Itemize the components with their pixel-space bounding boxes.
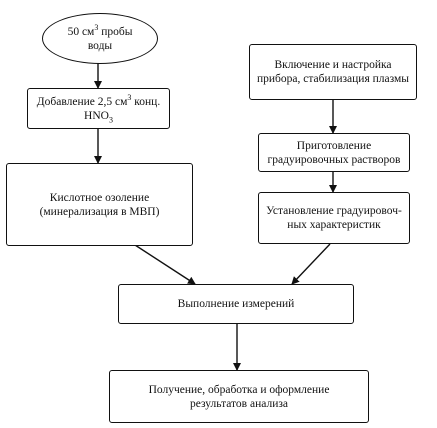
node-measurements: Выполнение измерений bbox=[118, 284, 354, 324]
node-calibration: Установление градуировоч- ных характерис… bbox=[258, 192, 410, 244]
node-add-acid-line2: HNO3 bbox=[84, 109, 113, 124]
node-calibration-line1: Установление градуировоч- bbox=[266, 205, 402, 217]
node-prepare-solutions-line1: Приготовление bbox=[296, 139, 372, 152]
node-water-sample-line2: воды bbox=[87, 39, 113, 52]
arrow-ashing-to-measure bbox=[134, 244, 196, 285]
node-power-on-line2: прибора, стабилизация плазмы bbox=[256, 73, 410, 85]
node-acid-ashing-line1: Кислотное озоление bbox=[49, 191, 150, 204]
node-power-on-line1: Включение и настройка bbox=[274, 59, 392, 71]
node-results-line1: Получение, обработка и оформление bbox=[148, 383, 330, 396]
node-results: Получение, обработка и оформление резуль… bbox=[109, 370, 369, 423]
node-prepare-solutions: Приготовление градуировочных растворов bbox=[258, 133, 410, 172]
node-water-sample: 50 см3 пробы воды bbox=[42, 13, 158, 64]
node-prepare-solutions-line2: градуировочных растворов bbox=[267, 153, 401, 166]
node-results-line2: результатов анализа bbox=[190, 397, 288, 410]
node-add-acid: Добавление 2,5 см3 конц. HNO3 bbox=[27, 88, 170, 129]
node-calibration-line2: ных характеристик bbox=[287, 219, 381, 231]
node-power-on: Включение и настройка прибора, стабилиза… bbox=[249, 44, 417, 100]
node-acid-ashing-line2: (минерализация в МВП) bbox=[39, 205, 160, 218]
arrow-calibration-to-measure bbox=[291, 243, 331, 285]
node-measurements-line1: Выполнение измерений bbox=[177, 298, 295, 310]
node-water-sample-line1: 50 см3 пробы bbox=[67, 22, 133, 38]
node-add-acid-line1: Добавление 2,5 см3 конц. bbox=[36, 92, 161, 108]
node-acid-ashing: Кислотное озоление (минерализация в МВП) bbox=[6, 163, 193, 246]
